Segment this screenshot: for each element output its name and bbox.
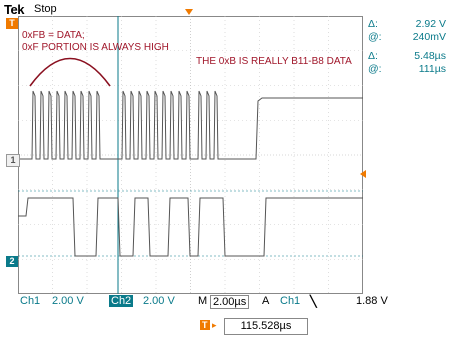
ch1-scale[interactable]: 2.00 V: [52, 295, 84, 307]
at-voltage-value: 240mV: [412, 31, 446, 43]
falling-edge-icon: ╲: [310, 296, 317, 308]
ch2-trace: [18, 197, 363, 257]
annotation-b11-b8: THE 0xB IS REALLY B11-B8 DATA: [196, 56, 352, 67]
delta-time-value: 5.48µs: [414, 50, 446, 62]
waveform-display: [18, 16, 363, 294]
acquisition-mode-label: A: [262, 295, 270, 307]
trigger-level-value[interactable]: 1.88 V: [356, 295, 388, 307]
trigger-marker-icon[interactable]: T: [6, 18, 18, 29]
delta-voltage-value: 2.92 V: [415, 18, 446, 30]
at-symbol: @:: [368, 31, 382, 43]
settings-bar: Ch1 2.00 V Ch2 2.00 V M 2.00µs A Ch1 ╲ 1…: [0, 295, 450, 311]
annotation-data-line1: 0xFB = DATA;: [22, 30, 85, 41]
delta-time-readout: Δ: 5.48µs: [368, 50, 446, 62]
delta-symbol: Δ:: [368, 18, 378, 30]
ch2-ground-marker[interactable]: 2: [6, 256, 18, 267]
arrow-right-icon: ▸: [212, 320, 217, 330]
at-time-readout: @: 111µs: [368, 63, 446, 75]
trigger-source[interactable]: Ch1: [280, 295, 301, 307]
trigger-position-icon[interactable]: [185, 9, 193, 15]
annotation-data-line2: 0xF PORTION IS ALWAYS HIGH: [22, 42, 169, 53]
horizontal-time-scale[interactable]: 2.00µs: [210, 295, 250, 309]
trigger-position-label: T: [200, 320, 210, 330]
annotation-arc: [29, 57, 111, 87]
ch2-label[interactable]: Ch2: [109, 295, 134, 307]
delta-voltage-readout: Δ: 2.92 V: [368, 18, 446, 30]
ch1-ground-marker[interactable]: 1: [6, 154, 20, 167]
delta-symbol: Δ:: [368, 50, 378, 62]
ch1-trace: [18, 90, 363, 160]
at-time-value: 111µs: [418, 63, 446, 75]
brand-logo: Tek: [4, 2, 24, 17]
acquisition-status: Stop: [34, 3, 57, 15]
at-symbol: @:: [368, 63, 382, 75]
trigger-position-value[interactable]: 115.528µs: [224, 318, 308, 335]
trigger-level-icon[interactable]: [360, 170, 366, 178]
at-voltage-readout: @: 240mV: [368, 31, 446, 43]
ch1-label[interactable]: Ch1: [20, 295, 41, 307]
ch2-scale[interactable]: 2.00 V: [143, 295, 175, 307]
horizontal-mode-label: M: [198, 295, 208, 307]
